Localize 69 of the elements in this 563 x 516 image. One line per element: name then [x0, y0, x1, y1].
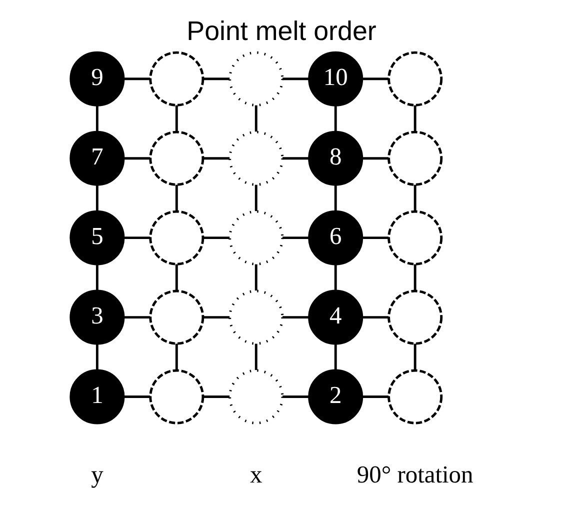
- connector: [362, 78, 389, 80]
- diagram-title: Point melt order: [186, 16, 376, 46]
- connector: [254, 264, 258, 291]
- connector: [96, 184, 98, 212]
- label: 90° rotation: [356, 461, 474, 488]
- node-circle: [388, 210, 443, 266]
- label: y: [91, 461, 104, 488]
- connector: [414, 264, 416, 291]
- connector: [96, 344, 98, 370]
- connector: [334, 264, 337, 291]
- node-circle: [388, 130, 443, 186]
- connector: [362, 316, 389, 319]
- connector: [334, 344, 337, 370]
- connector: [334, 184, 337, 212]
- node-circle: 9: [70, 51, 125, 106]
- connector: [124, 78, 150, 80]
- connector: [282, 396, 310, 398]
- connector: [254, 344, 258, 370]
- node-circle: [149, 290, 204, 345]
- node-circle: 2: [308, 369, 364, 424]
- node-circle: [228, 290, 284, 345]
- connector: [414, 184, 416, 212]
- node-circle: [228, 130, 284, 186]
- connector: [282, 236, 310, 240]
- connector: [282, 78, 310, 80]
- node-circle: 10: [308, 51, 364, 106]
- connector: [334, 105, 337, 132]
- connector: [96, 264, 98, 291]
- node-circle: [388, 51, 443, 106]
- connector: [96, 105, 98, 132]
- node-circle: [149, 369, 204, 424]
- node-circle: 6: [308, 210, 364, 266]
- connector: [414, 105, 416, 132]
- connector: [175, 264, 178, 291]
- connector: [203, 78, 230, 80]
- connector: [124, 396, 150, 398]
- connector: [414, 344, 416, 370]
- connector: [254, 184, 258, 212]
- node-circle: [388, 290, 443, 345]
- node-circle: 5: [70, 210, 125, 266]
- node-circle: 4: [308, 290, 364, 345]
- connector: [175, 344, 178, 370]
- connector: [254, 105, 258, 132]
- connector: [203, 316, 230, 319]
- connector: [124, 236, 150, 240]
- connector: [124, 316, 150, 319]
- node-circle: [149, 51, 204, 106]
- node-circle: [149, 210, 204, 266]
- connector: [203, 157, 230, 160]
- node-circle: 7: [70, 130, 125, 186]
- connector: [282, 157, 310, 160]
- connector: [175, 184, 178, 212]
- node-circle: [228, 210, 284, 266]
- connector: [362, 396, 389, 398]
- connector: [203, 236, 230, 240]
- connector: [362, 236, 389, 240]
- node-circle: 8: [308, 130, 364, 186]
- node-circle: [149, 130, 204, 186]
- node-circle: [388, 369, 443, 424]
- node-circle: [228, 369, 284, 424]
- node-circle: 1: [70, 369, 125, 424]
- connector: [282, 316, 310, 319]
- connector: [362, 157, 389, 160]
- node-circle: [228, 51, 284, 106]
- connector: [203, 396, 230, 398]
- node-circle: 3: [70, 290, 125, 345]
- connector: [175, 105, 178, 132]
- label: x: [250, 461, 262, 488]
- connector: [124, 157, 150, 160]
